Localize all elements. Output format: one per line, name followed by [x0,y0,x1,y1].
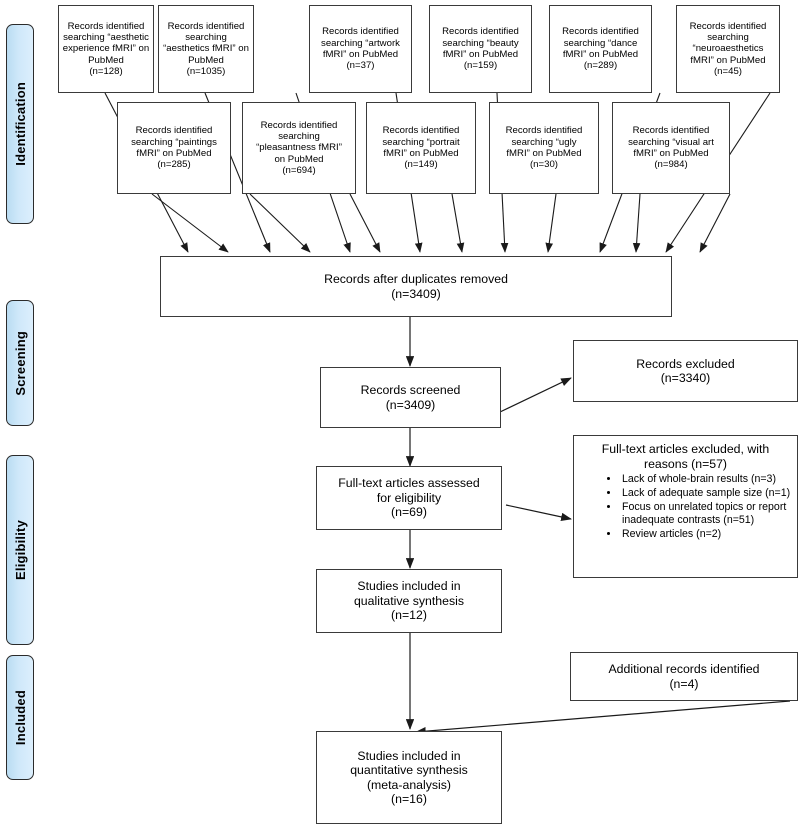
fulltext-assessed-box: Full-text articles assessed for eligibil… [316,466,502,530]
records-after-duplicates-removed-box: Records after duplicates removed (n=3409… [160,256,672,317]
search-box-text: Records identified searching “aesthetics… [163,20,249,77]
qualitative-synthesis-text: Studies included in qualitative synthesi… [353,579,465,623]
search-box-ugly-fmri: Records identified searching “ugly fMRI”… [489,102,599,194]
search-box-text: Records identified searching “dance fMRI… [562,26,639,72]
search-box-text: Records identified searching “beauty fMR… [442,26,519,72]
search-box-beauty-fmri: Records identified searching “beauty fMR… [429,5,532,93]
search-box-paintings-fmri: Records identified searching “paintings … [117,102,231,194]
fulltext-excluded-title: Full-text articles excluded, with reason… [601,442,770,471]
fulltext-assessed-text: Full-text articles assessed for eligibil… [338,476,480,520]
search-box-text: Records identified searching “paintings … [131,125,217,171]
phase-label-screening: Screening [6,300,34,426]
list-item: Focus on unrelated topics or report inad… [620,501,791,527]
list-item: Lack of adequate sample size (n=1) [620,487,791,500]
quantitative-synthesis-box: Studies included in quantitative synthes… [316,731,502,824]
qualitative-synthesis-box: Studies included in qualitative synthesi… [316,569,502,633]
phase-label-included: Included [6,655,34,780]
search-box-dance-fmri: Records identified searching “dance fMRI… [549,5,652,93]
list-item: Review articles (n=2) [620,528,791,541]
phase-label-included-text: Included [12,689,28,746]
fulltext-excluded-reasons-box: Full-text articles excluded, with reason… [573,435,798,578]
records-excluded-text: Records excluded (n=3340) [636,356,735,386]
records-screened-box: Records screened (n=3409) [320,367,501,428]
search-box-pleasantness-fmri: Records identified searching “pleasantne… [242,102,356,194]
records-excluded-box: Records excluded (n=3340) [573,340,798,402]
search-box-text: Records identified searching “visual art… [628,125,714,171]
search-box-text: Records identified searching “ugly fMRI”… [505,125,583,171]
search-box-text: Records identified searching “aesthetic … [62,20,150,77]
additional-records-box: Additional records identified (n=4) [570,652,798,701]
phase-label-screening-text: Screening [12,330,28,396]
search-box-artwork-fmri: Records identified searching “artwork fM… [309,5,412,93]
phase-label-identification: Identification [6,24,34,224]
records-after-duplicates-removed-text: Records after duplicates removed (n=3409… [324,272,508,301]
search-box-neuroaesthetics-fmri: Records identified searching “neuroaesth… [676,5,780,93]
search-box-text: Records identified searching “artwork fM… [321,26,400,72]
phase-label-eligibility-text: Eligibility [12,520,28,580]
phase-label-eligibility: Eligibility [6,455,34,645]
records-screened-text: Records screened (n=3409) [360,383,461,412]
phase-label-identification-text: Identification [12,82,28,166]
search-box-aesthetic-experience-fmri: Records identified searching “aesthetic … [58,5,154,93]
list-item: Lack of whole-brain results (n=3) [620,473,791,486]
fulltext-excluded-reason-list: Lack of whole-brain results (n=3) Lack o… [580,473,791,542]
additional-records-text: Additional records identified (n=4) [608,662,760,691]
search-box-aesthetics-fmri: Records identified searching “aesthetics… [158,5,254,93]
search-box-text: Records identified searching “neuroaesth… [689,20,767,77]
quantitative-synthesis-text: Studies included in quantitative synthes… [350,748,468,807]
search-box-text: Records identified searching “portrait f… [382,125,460,171]
search-box-visual-art-fmri: Records identified searching “visual art… [612,102,730,194]
search-box-text: Records identified searching “pleasantne… [256,119,342,176]
search-box-portrait-fmri: Records identified searching “portrait f… [366,102,476,194]
